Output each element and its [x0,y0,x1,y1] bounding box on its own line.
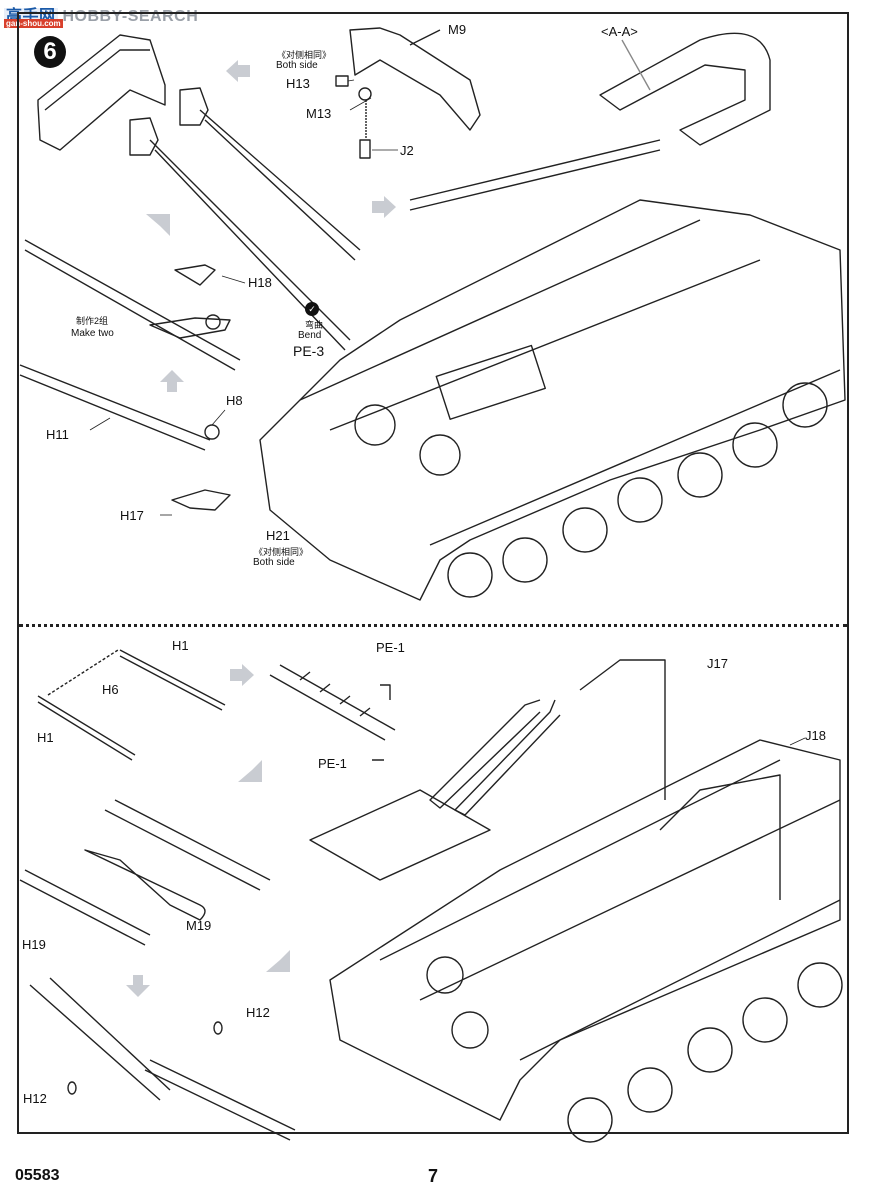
watermark-url: gan-shou.com [4,19,63,28]
label-h12-left: H12 [23,1091,47,1106]
label-h6: H6 [102,682,119,697]
label-m9: M9 [448,22,467,37]
ladder-h19-assembly [29,977,296,1141]
page-frame [17,12,849,1134]
label-h21: H21 [266,528,290,543]
road-wheels-top [447,382,828,598]
label-both-side-cn-2: 《对侧相同》 [254,547,309,557]
arrow-up-icon [160,370,184,392]
part-h18 [174,264,216,286]
label-make-two-en: Make two [71,328,114,339]
label-j18: J18 [805,728,826,743]
label-m19: M19 [186,918,212,933]
label-h8: H8 [226,393,243,408]
arrow-down-icon [126,975,150,997]
label-bend-en: Bend [298,330,322,341]
kit-code: 05583 [15,1167,60,1184]
rear-bracket-part [37,34,166,151]
arrow-right-icon [372,196,396,218]
label-h18: H18 [248,275,272,290]
label-pe1-top: PE-1 [376,640,405,655]
label-h19: H19 [22,937,46,952]
step-number-badge: 6 [34,36,66,68]
label-j2: J2 [400,143,414,158]
part-h13 [335,75,349,87]
label-m13: M13 [306,106,332,121]
part-h8 [204,424,220,440]
frame-aa-part [599,32,771,146]
section-divider [19,624,847,627]
rails-h1-h6 [37,649,226,761]
arrow-right-icon-2 [230,664,254,686]
part-j2 [359,139,371,159]
arrow-diag-icon [146,214,170,236]
ladder-pe1-assembly [269,664,396,761]
page-number: 7 [428,1166,439,1186]
tank-hull-bottom [309,659,841,1121]
tank-hull-top [259,199,846,601]
label-make-two-cn: 制作2组 [76,316,109,326]
label-both-side-en-2: Both side [253,557,295,568]
label-pe1-bottom: PE-1 [318,756,347,771]
bend-icon: ✓ [305,302,319,316]
road-wheels-bottom [567,962,843,1143]
label-bend-cn: 弯曲 [305,320,324,330]
label-h13: H13 [286,76,310,91]
label-pe3: PE-3 [293,343,325,359]
label-h11: H11 [46,427,69,442]
arrow-diag-icon-2 [238,760,262,782]
label-h17: H17 [120,508,144,523]
bracket-m9-part [349,27,481,131]
arrow-diag-icon-3 [266,950,290,972]
label-h1-top: H1 [172,638,189,653]
label-h1-bottom: H1 [37,730,54,745]
part-h17 [171,489,231,511]
label-j17: J17 [707,656,728,671]
arrow-left-icon [226,60,250,82]
label-section-aa: <A-A> [601,24,638,39]
ladders-m19 [19,799,271,946]
label-h12-right: H12 [246,1005,270,1020]
label-both-side-en-1: Both side [276,60,318,71]
label-both-side-cn-1: 《对侧相同》 [277,50,332,60]
part-m13 [358,87,372,101]
